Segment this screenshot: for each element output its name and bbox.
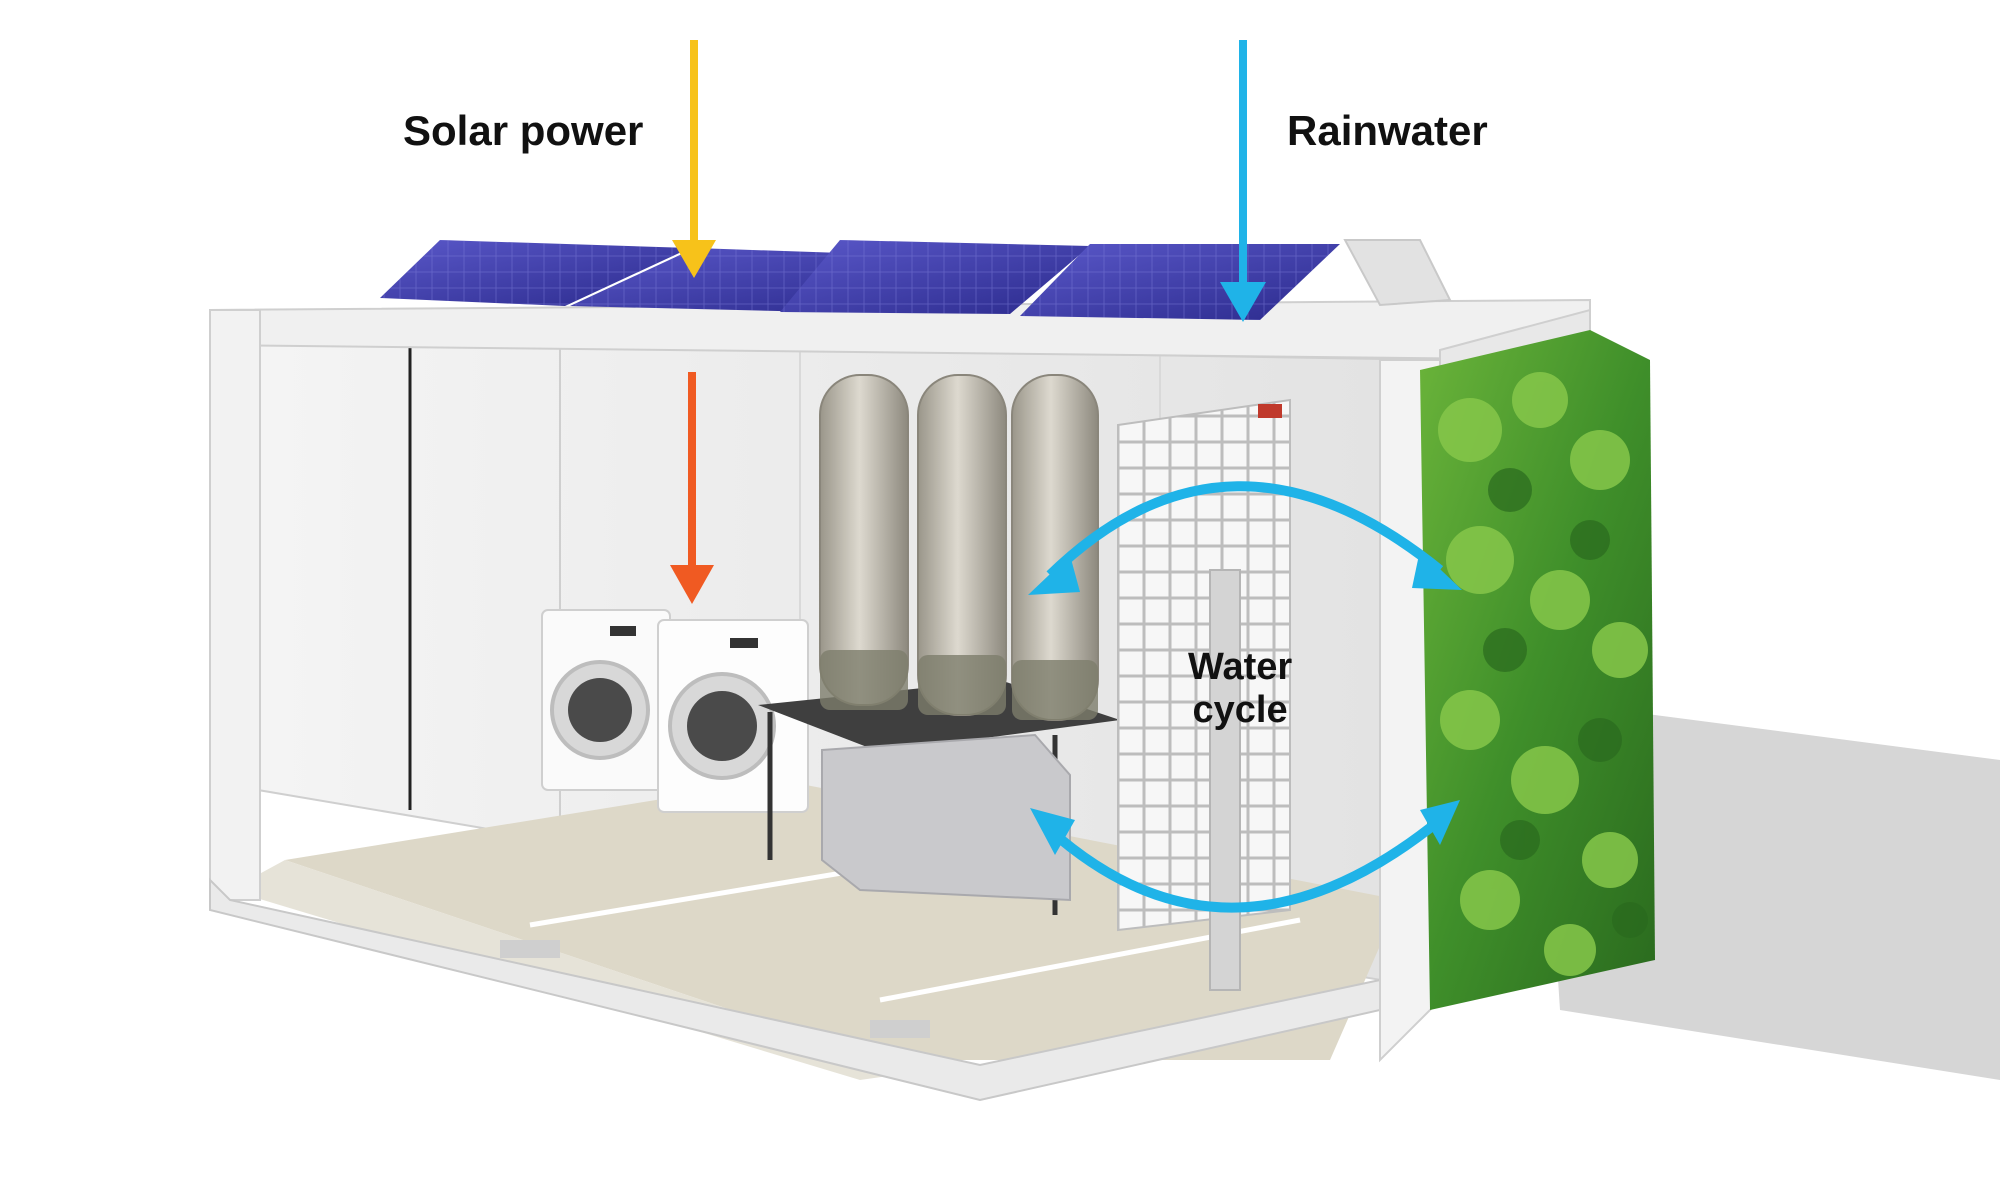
solar-panel-icon bbox=[380, 239, 1452, 320]
green-wall-icon bbox=[1420, 330, 1655, 1010]
water-cycle-label-line2: cycle bbox=[1192, 688, 1288, 731]
rainwater-label: Rainwater bbox=[1287, 107, 1488, 154]
ground-shadow bbox=[1540, 700, 2000, 1080]
water-cycle-label-line1: Water bbox=[1188, 646, 1293, 688]
filter-column-icon bbox=[819, 374, 1099, 721]
water-cycle-label: Water cycle bbox=[1188, 646, 1292, 731]
water-tank-icon bbox=[1117, 398, 1291, 991]
solar-arrow bbox=[672, 40, 716, 278]
energy-arrow bbox=[670, 372, 714, 604]
rainwater-arrow bbox=[1220, 40, 1266, 322]
storage-bin bbox=[821, 733, 1071, 902]
solar-power-label: Solar power bbox=[403, 107, 644, 154]
water-cycle-arrows bbox=[1028, 481, 1462, 913]
